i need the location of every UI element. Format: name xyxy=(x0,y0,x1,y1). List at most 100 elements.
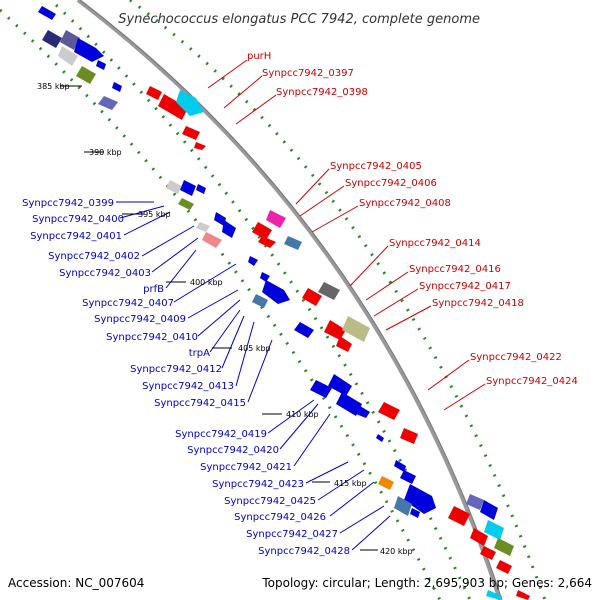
gene-label[interactable]: Synpcc7942_0426 xyxy=(234,512,326,523)
gene-label[interactable]: Synpcc7942_0409 xyxy=(94,314,186,325)
gene-label[interactable]: prfB xyxy=(143,284,164,295)
gene-block xyxy=(516,590,530,600)
accession-text: Accession: NC_007604 xyxy=(8,576,144,590)
gene-block xyxy=(222,220,236,238)
gene-label[interactable]: Synpcc7942_0427 xyxy=(246,529,338,540)
gene-label[interactable]: Synpcc7942_0428 xyxy=(258,546,350,557)
gene-label[interactable]: Synpcc7942_0413 xyxy=(142,381,234,392)
kbp-label: 390 kbp xyxy=(89,148,122,157)
gene-block xyxy=(336,392,362,416)
gene-block xyxy=(284,236,302,250)
gene-label[interactable]: Synpcc7942_0405 xyxy=(330,161,422,172)
gene-block xyxy=(496,560,512,574)
gene-label[interactable]: Synpcc7942_0416 xyxy=(409,264,501,275)
gene-label[interactable]: Synpcc7942_0410 xyxy=(106,332,198,343)
gene-block xyxy=(196,222,210,232)
gene-block xyxy=(214,212,226,226)
gene-block xyxy=(182,126,200,140)
gene-block xyxy=(252,222,272,240)
gene-block xyxy=(76,66,96,84)
gene-block xyxy=(258,236,276,248)
gene-block xyxy=(158,94,188,120)
gene-block xyxy=(400,428,418,444)
kbp-label: 415 kbp xyxy=(334,479,367,488)
gene-block xyxy=(356,406,370,418)
gene-block xyxy=(96,60,106,70)
gene-label[interactable]: Synpcc7942_0421 xyxy=(200,462,292,473)
forward-gene-labels: purH Synpcc7942_0397 Synpcc7942_0398 Syn… xyxy=(247,51,578,387)
gene-block xyxy=(480,500,498,520)
gene-label[interactable]: Synpcc7942_0418 xyxy=(432,298,524,309)
gene-label[interactable]: Synpcc7942_0424 xyxy=(486,376,578,387)
gene-label[interactable]: Synpcc7942_0406 xyxy=(345,178,437,189)
gene-block xyxy=(196,184,206,194)
gene-label[interactable]: Synpcc7942_0408 xyxy=(359,198,451,209)
gene-block xyxy=(98,96,118,110)
gene-label[interactable]: Synpcc7942_0398 xyxy=(276,87,368,98)
gene-label[interactable]: Synpcc7942_0399 xyxy=(22,198,114,209)
gene-block xyxy=(410,508,420,518)
gene-block xyxy=(302,288,322,306)
gene-block xyxy=(262,280,290,304)
gene-label[interactable]: Synpcc7942_0420 xyxy=(187,445,279,456)
gene-block xyxy=(146,86,162,100)
gene-block xyxy=(294,322,314,338)
gene-label[interactable]: Synpcc7942_0425 xyxy=(224,496,316,507)
gene-label[interactable]: Synpcc7942_0402 xyxy=(48,251,140,262)
gene-label[interactable]: trpA xyxy=(189,348,210,359)
gene-block xyxy=(194,142,206,150)
kbp-labels: 385 kbp 390 kbp 395 kbp 400 kbp 405 kbp … xyxy=(37,82,413,556)
gene-label[interactable]: Synpcc7942_0414 xyxy=(389,238,481,249)
gene-block xyxy=(42,30,62,48)
kbp-label: 410 kbp xyxy=(286,410,319,419)
gene-block xyxy=(342,316,370,342)
gene-block xyxy=(310,380,332,398)
gene-block xyxy=(74,38,104,62)
gene-block xyxy=(260,272,270,282)
gene-label[interactable]: Synpcc7942_0403 xyxy=(59,268,151,279)
gene-label[interactable]: Synpcc7942_0412 xyxy=(130,364,222,375)
gene-block xyxy=(318,282,340,300)
gene-block xyxy=(324,320,346,340)
gene-block xyxy=(394,460,406,472)
gene-block xyxy=(466,494,484,510)
kbp-label: 405 kbp xyxy=(238,344,271,353)
gene-block xyxy=(378,402,400,420)
gene-block xyxy=(394,496,412,516)
gene-label[interactable]: Synpcc7942_0419 xyxy=(175,429,267,440)
guide-tracks xyxy=(0,0,547,600)
gene-block xyxy=(58,46,78,66)
leader-lines xyxy=(116,59,486,551)
gene-block xyxy=(486,590,502,600)
kbp-label: 385 kbp xyxy=(37,82,70,91)
gene-block xyxy=(60,30,80,50)
gene-block xyxy=(112,82,122,92)
gene-block xyxy=(448,506,470,526)
gene-block xyxy=(180,180,196,196)
gene-block xyxy=(248,256,258,266)
gene-block xyxy=(176,90,204,116)
gene-block xyxy=(202,232,222,248)
gene-blocks xyxy=(38,6,530,600)
reverse-gene-labels: Synpcc7942_0399 Synpcc7942_0400 Synpcc79… xyxy=(22,198,350,557)
gene-label[interactable]: Synpcc7942_0417 xyxy=(419,281,511,292)
gene-label[interactable]: purH xyxy=(247,51,271,62)
gene-label[interactable]: Synpcc7942_0400 xyxy=(32,214,124,225)
gene-block xyxy=(336,336,352,352)
gene-block xyxy=(494,538,514,556)
gene-block xyxy=(178,198,194,210)
topology-text: Topology: circular; Length: 2,695,903 bp… xyxy=(261,576,592,590)
gene-label[interactable]: Synpcc7942_0423 xyxy=(212,479,304,490)
gene-block xyxy=(166,180,182,194)
genome-backbone-shadow xyxy=(79,0,503,600)
gene-block xyxy=(484,520,504,540)
gene-label[interactable]: Synpcc7942_0422 xyxy=(470,352,562,363)
gene-label[interactable]: Synpcc7942_0401 xyxy=(30,231,122,242)
gene-block xyxy=(400,470,416,484)
kbp-label: 400 kbp xyxy=(190,278,223,287)
gene-label[interactable]: Synpcc7942_0397 xyxy=(262,68,354,79)
gene-label[interactable]: Synpcc7942_0415 xyxy=(154,398,246,409)
kbp-label: 420 kbp xyxy=(380,547,413,556)
gene-label[interactable]: Synpcc7942_0407 xyxy=(82,298,174,309)
